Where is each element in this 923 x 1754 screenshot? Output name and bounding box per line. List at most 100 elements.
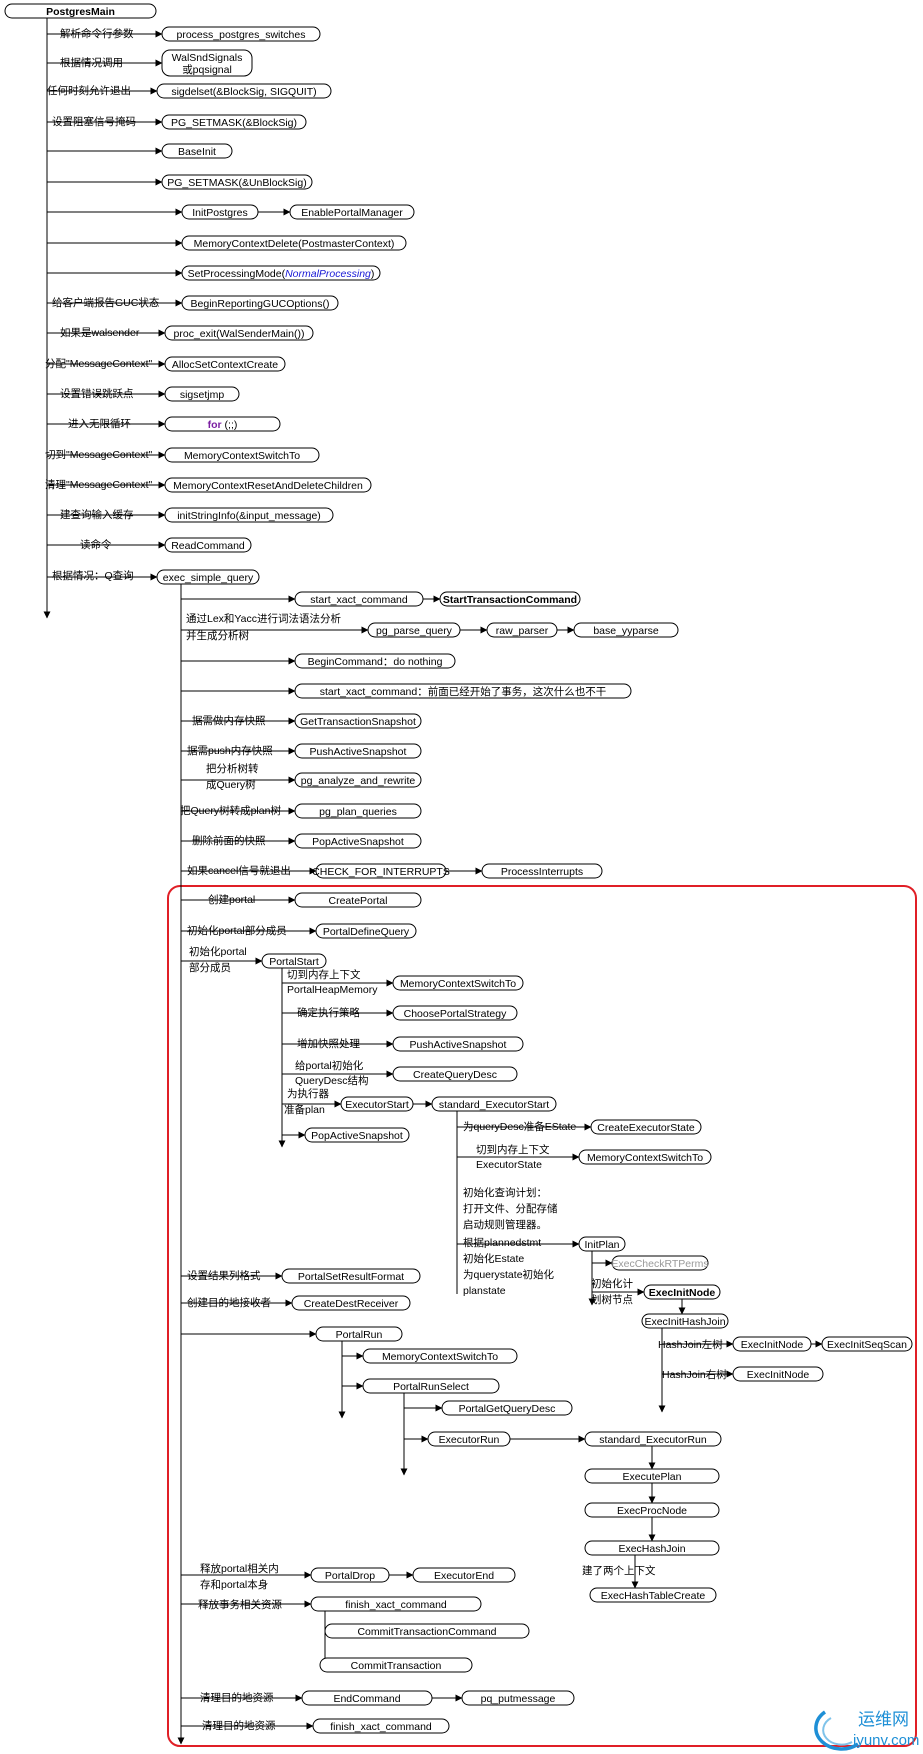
edge-label: 初始化portal	[189, 945, 247, 958]
node-box	[392, 1005, 518, 1021]
edge-labels: 解析命令行参数根据情况调用任何时刻允许退出设置阻塞信号掩码给客户端报告GUC状态…	[45, 27, 727, 1732]
node-label: PostgresMain	[46, 6, 115, 18]
node-box	[312, 1718, 450, 1734]
node-n42: ExecutorStart	[340, 1096, 414, 1112]
node-n45: CreateExecutorState	[590, 1119, 702, 1135]
node-n69: CommitTransactionCommand	[324, 1623, 530, 1639]
node-n68: finish_xact_command	[310, 1596, 482, 1612]
node-n65: ExecHashTableCreate	[589, 1587, 717, 1603]
node-label: raw_parser	[496, 625, 549, 637]
edge-label: QueryDesc结构	[295, 1074, 369, 1087]
edge-label: 初始化计	[591, 1277, 633, 1290]
node-box	[156, 83, 332, 99]
edge-label: 据需push内存快照	[187, 744, 273, 757]
edge-label: 根据情况调用	[60, 56, 123, 69]
node-n53: ExecInitNode	[732, 1366, 824, 1382]
node-box	[584, 1502, 720, 1518]
node-box	[732, 1336, 812, 1352]
node-label: initStringInfo(&input_message)	[177, 510, 321, 522]
edge-label: 初始化Estate	[463, 1252, 524, 1265]
node-box	[732, 1366, 824, 1382]
node-box	[181, 235, 407, 251]
node-box	[486, 622, 558, 638]
node-label: ExecutorStart	[345, 1099, 409, 1111]
node-label: process_postgres_switches	[177, 29, 306, 41]
edge-label: 根据plannedstmt	[463, 1236, 541, 1249]
node-main: PostgresMain	[4, 3, 157, 19]
node-n6: PG_SETMASK(&UnBlockSig)	[161, 174, 313, 190]
edge-label: 把Query树转成plan树	[180, 804, 281, 817]
node-n58: PortalRunSelect	[362, 1378, 500, 1394]
node-n43: standard_ExecutorStart	[431, 1096, 557, 1112]
node-n54: PortalSetResultFormat	[281, 1268, 421, 1284]
node-label: ExecHashTableCreate	[601, 1590, 706, 1602]
node-n4: PG_SETMASK(&BlockSig)	[161, 114, 307, 130]
node-n25: base_yyparse	[573, 622, 679, 638]
node-n38: MemoryContextSwitchTo	[392, 975, 524, 991]
node-box	[181, 295, 339, 311]
node-label: BaseInit	[178, 146, 216, 158]
node-label: PG_SETMASK(&BlockSig)	[171, 117, 297, 129]
edge-label: 切到内存上下文	[476, 1143, 550, 1156]
node-label: MemoryContextSwitchTo	[587, 1152, 703, 1164]
node-label: CreatePortal	[329, 895, 388, 907]
edge-label: 建了两个上下文	[582, 1564, 656, 1577]
node-label: ProcessInterrupts	[501, 866, 583, 878]
node-box	[161, 143, 233, 159]
node-n67: ExecutorEnd	[412, 1567, 516, 1583]
edge-label: 如果cancel信号就退出	[187, 864, 291, 877]
edge-label: 清理目的地资源	[202, 1719, 276, 1732]
node-label: proc_exit(WalSenderMain())	[174, 328, 305, 340]
node-n36: PortalDefineQuery	[315, 923, 417, 939]
edge-label: 读命令	[80, 538, 112, 551]
node-n17: MemoryContextResetAndDeleteChildren	[164, 477, 372, 493]
node-box	[161, 174, 313, 190]
node-label: PG_SETMASK(&UnBlockSig)	[167, 177, 306, 189]
edge-label: 创建portal	[208, 893, 255, 906]
node-box	[164, 447, 320, 463]
node-n57: MemoryContextSwitchTo	[362, 1348, 518, 1364]
node-label: PortalDrop	[325, 1570, 375, 1582]
node-label: StartTransactionCommand	[443, 594, 577, 606]
node-n49: ExecInitNode	[643, 1284, 721, 1300]
node-n33: CHECK_FOR_INTERRUPTS	[312, 863, 450, 879]
node-box	[441, 1400, 573, 1416]
node-box	[315, 923, 417, 939]
edge-label: 删除前面的快照	[192, 834, 266, 847]
node-box	[164, 416, 281, 432]
node-box	[324, 1623, 530, 1639]
node-n10: SetProcessingMode(NormalProcessing)	[181, 265, 381, 281]
node-box	[294, 713, 422, 729]
node-n11: BeginReportingGUCOptions()	[181, 295, 339, 311]
node-label: PortalGetQueryDesc	[459, 1403, 556, 1415]
node-n28: GetTransactionSnapshot	[294, 713, 422, 729]
node-box	[181, 204, 259, 220]
node-n52: ExecInitSeqScan	[821, 1336, 913, 1352]
edge-label: 设置错误跳跃点	[60, 387, 134, 400]
node-n62: ExecutePlan	[584, 1468, 720, 1484]
node-box	[431, 1096, 557, 1112]
node-box	[578, 1149, 712, 1165]
edge-label: 根据情况：Q查询	[52, 569, 134, 582]
node-n55: CreateDestReceiver	[291, 1295, 411, 1311]
node-n14: sigsetjmp	[164, 386, 240, 402]
yunweiwang-logo-icon: 运维网 iyunv.com	[814, 1710, 919, 1751]
node-box	[461, 1690, 575, 1706]
node-box	[294, 772, 422, 788]
node-label: 或pqsignal	[182, 64, 232, 76]
node-label: BeginCommand：do nothing	[308, 656, 443, 668]
node-label: GetTransactionSnapshot	[300, 716, 416, 728]
node-label: EnablePortalManager	[301, 207, 403, 219]
node-box	[281, 1268, 421, 1284]
node-label: pg_parse_query	[376, 625, 453, 637]
node-label: finish_xact_command	[330, 1721, 432, 1733]
edge-label: 打开文件、分配存储	[463, 1202, 558, 1215]
node-label: ExecInitSeqScan	[827, 1339, 907, 1351]
node-label: InitPostgres	[192, 207, 247, 219]
node-label: MemoryContextSwitchTo	[382, 1351, 498, 1363]
node-label: MemoryContextResetAndDeleteChildren	[173, 480, 363, 492]
node-box	[294, 892, 422, 908]
node-box	[164, 477, 372, 493]
node-box	[294, 803, 422, 819]
portal-highlight-region	[167, 885, 917, 1747]
